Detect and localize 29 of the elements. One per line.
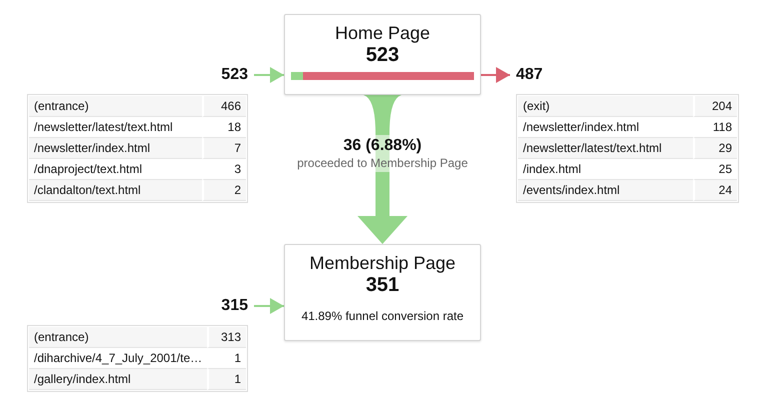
visit-count: 204	[693, 96, 737, 117]
visit-count: 29	[693, 138, 737, 159]
page-path: (exit)	[518, 96, 693, 117]
arrow	[254, 298, 284, 314]
step-note: 41.89% funnel conversion rate	[301, 309, 464, 323]
page-path: /newsletter/index.html	[29, 138, 202, 159]
arrow	[481, 67, 510, 83]
total-count: 523	[221, 65, 248, 85]
step-title: Home Page	[334, 22, 430, 44]
visit-count: 7	[202, 138, 246, 159]
total-count: 487	[516, 65, 543, 85]
page-path: /clandalton/text.html	[29, 180, 202, 201]
page-path: /events/index.html	[518, 180, 693, 201]
step-box	[284, 14, 481, 95]
total-count: 315	[221, 296, 248, 316]
page-path: /newsletter/latest/text.html	[518, 138, 693, 159]
visit-count: 1	[207, 369, 246, 390]
visit-count: 313	[207, 327, 246, 348]
step-title: Membership Page	[309, 252, 456, 274]
step-count: 523	[366, 44, 400, 66]
step-count: 351	[366, 274, 400, 296]
step-box	[284, 244, 481, 341]
page-path: (entrance)	[29, 96, 202, 117]
page-path: /gallery/index.html	[29, 369, 208, 390]
visit-count: 2	[202, 180, 246, 201]
visit-count: 24	[693, 180, 737, 201]
page-path: (entrance)	[29, 327, 208, 348]
arrow	[254, 67, 284, 83]
visit-count: 466	[202, 96, 246, 117]
